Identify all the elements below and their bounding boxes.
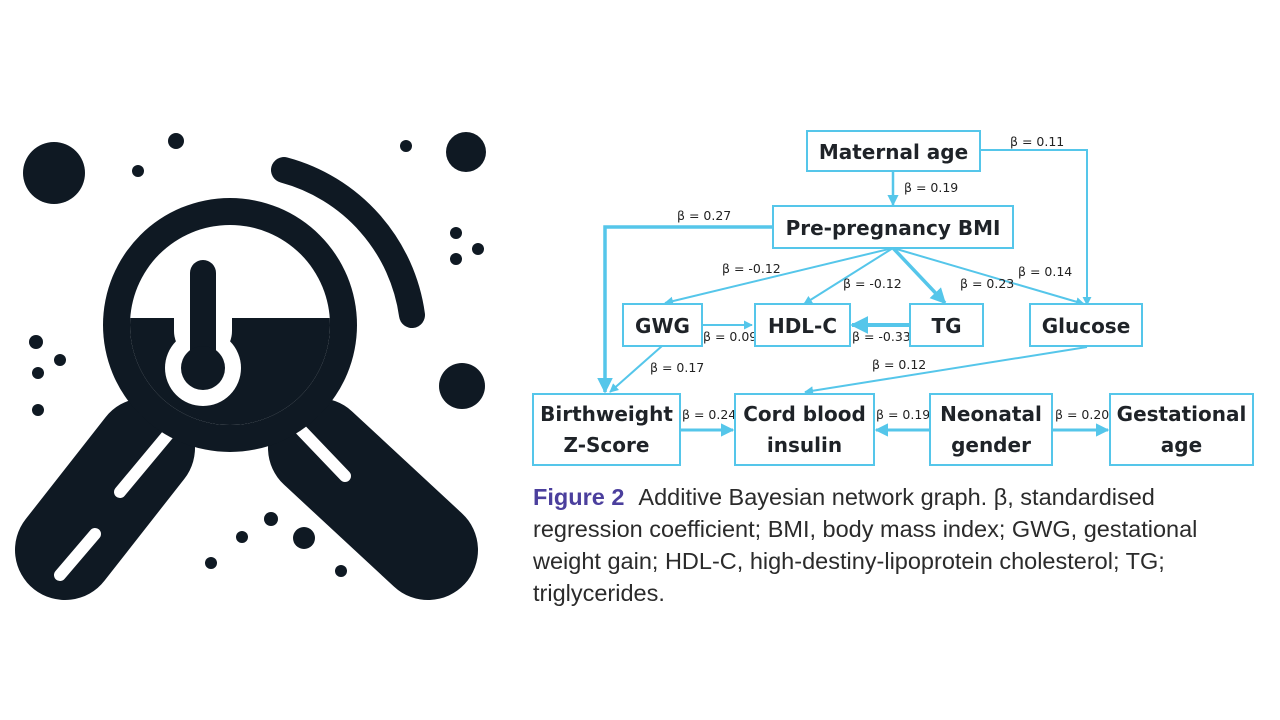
node-neonatal-gender: Neonatal gender	[929, 393, 1053, 466]
edge-gwg-to-birthweight	[609, 345, 663, 393]
edge-label: β = 0.09	[703, 329, 757, 344]
edge-bmi-to-gwg	[664, 247, 894, 306]
edge-bmi-to-glucose	[892, 247, 1085, 307]
node-label: Pre-pregnancy BMI	[786, 216, 1001, 240]
node-gwg: GWG	[622, 303, 703, 347]
node-label: Gestational	[1117, 402, 1247, 426]
edge-label: β = 0.24	[682, 407, 736, 422]
node-cord-blood-insulin: Cord blood insulin	[734, 393, 875, 466]
edge-glucose-to-insulin	[804, 346, 1088, 396]
caption-text: Additive Bayesian network graph. β, stan…	[533, 484, 1198, 606]
edge-label: β = 0.12	[872, 357, 926, 372]
node-pre-pregnancy-bmi: Pre-pregnancy BMI	[772, 205, 1014, 249]
edge-label: β = 0.20	[1055, 407, 1109, 422]
figure-label: Figure 2	[533, 484, 625, 510]
edge-label: β = 0.19	[904, 180, 958, 195]
node-maternal-age: Maternal age	[806, 130, 981, 172]
node-label: HDL-C	[768, 314, 837, 338]
decorative-dots	[23, 132, 486, 577]
edge-label: β = -0.12	[843, 276, 902, 291]
node-label: Neonatal	[940, 402, 1042, 426]
node-label: gender	[951, 433, 1031, 457]
edge-label: β = 0.17	[650, 360, 704, 375]
node-hdl-c: HDL-C	[754, 303, 851, 347]
node-label: insulin	[767, 433, 842, 457]
node-label: Z-Score	[564, 433, 650, 457]
decorative-arc	[271, 157, 425, 328]
node-label: Maternal age	[819, 140, 968, 164]
edge-maternal-age-to-glucose	[980, 149, 1092, 306]
edge-label: β = 0.11	[1010, 134, 1064, 149]
node-label: age	[1161, 433, 1202, 457]
node-label: TG	[931, 314, 961, 338]
node-tg: TG	[909, 303, 984, 347]
edge-label: β = 0.27	[677, 208, 731, 223]
node-label: Birthweight	[540, 402, 673, 426]
edge-label: β = 0.19	[876, 407, 930, 422]
magnifier-handle	[15, 398, 478, 600]
magnifier-with-thermometer-icon	[15, 132, 486, 600]
edge-labels: β = 0.19 β = 0.11 β = 0.27 β = -0.12 β =…	[650, 134, 1109, 422]
node-label: GWG	[635, 314, 690, 338]
node-label: Glucose	[1042, 314, 1131, 338]
edge-label: β = 0.14	[1018, 264, 1072, 279]
thermometer-icon	[165, 250, 241, 406]
edge-label: β = -0.12	[722, 261, 781, 276]
edge-label: β = 0.23	[960, 276, 1014, 291]
edges	[597, 149, 1110, 437]
edge-bmi-to-hdl	[803, 247, 894, 305]
edge-bmi-to-birthweight	[597, 225, 773, 394]
node-glucose: Glucose	[1029, 303, 1143, 347]
node-birthweight-z-score: Birthweight Z-Score	[532, 393, 681, 466]
node-gestational-age: Gestational age	[1109, 393, 1254, 466]
edge-bmi-to-tg	[891, 246, 947, 305]
edge-label: β = -0.33	[852, 329, 911, 344]
node-label: Cord blood	[743, 402, 866, 426]
